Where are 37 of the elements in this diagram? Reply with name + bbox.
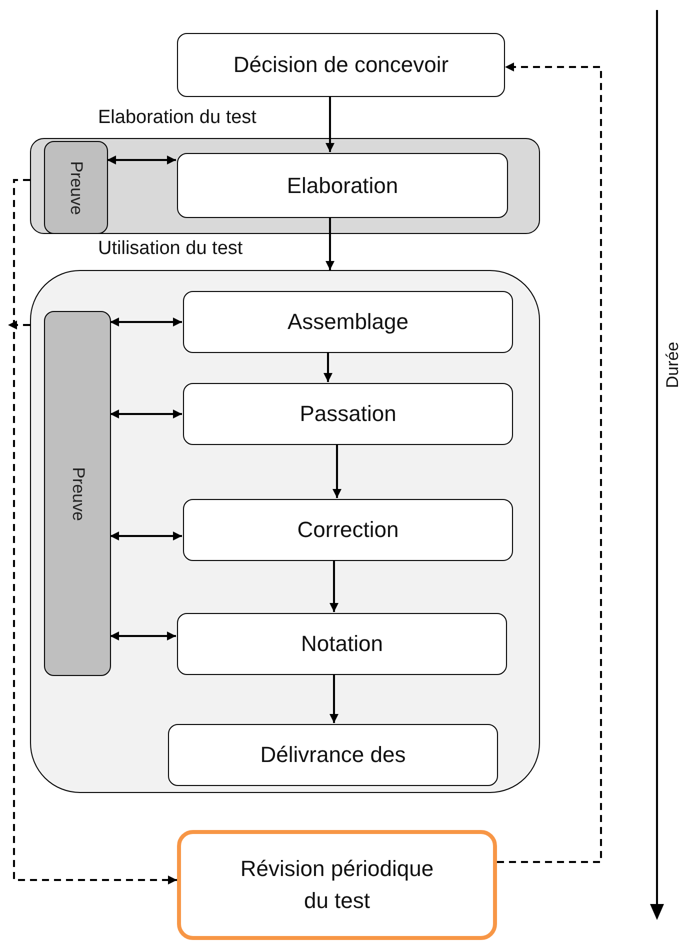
process-box (183, 291, 513, 353)
process-box (177, 613, 507, 675)
axis-label: Durée (663, 342, 684, 388)
arrow (326, 97, 334, 152)
arrow (332, 444, 342, 498)
review-box (177, 830, 497, 940)
dashed-arrow (8, 320, 30, 330)
step-label: Correction (296, 516, 400, 544)
step-label: Délivrance des (259, 741, 407, 770)
arrow (330, 674, 338, 723)
arrow (110, 632, 176, 640)
process-box (183, 499, 513, 561)
step-label: Assemblage (286, 308, 410, 336)
process-box (177, 33, 505, 97)
process-box (177, 153, 508, 218)
arrow (326, 217, 334, 270)
evidence-label: Preuve (68, 466, 88, 520)
arrow (330, 560, 338, 612)
arrow (107, 156, 176, 164)
arrow (110, 410, 182, 418)
process-box (168, 724, 498, 786)
evidence-bar (44, 311, 111, 676)
arrow (110, 532, 182, 540)
dashed-arrow (497, 62, 602, 863)
step-label: Révision périodique du test (239, 855, 435, 915)
arrow (110, 318, 182, 326)
step-label: Notation (300, 630, 384, 658)
arrow (324, 352, 332, 382)
step-label: Elaboration (286, 172, 400, 200)
step-label: Décision de concevoir (232, 51, 450, 80)
process-box (183, 383, 513, 445)
phase-title: Elaboration du test (98, 107, 256, 129)
step-label: Passation (298, 400, 398, 428)
evidence-label: Preuve (66, 160, 86, 214)
dashed-arrow (13, 179, 177, 884)
phase-title: Utilisation du test (98, 238, 243, 260)
evidence-bar (44, 141, 108, 234)
